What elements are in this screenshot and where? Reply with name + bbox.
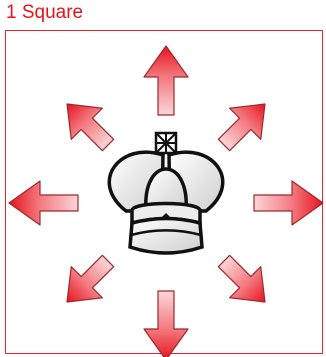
- arrow-right-icon: [254, 181, 323, 225]
- arrow-left-icon: [9, 181, 78, 225]
- arrow-up-icon: [144, 46, 188, 115]
- arrow-up-left-icon: [51, 88, 123, 160]
- arrow-down-icon: [144, 291, 188, 357]
- white-king-icon: [109, 133, 222, 253]
- arrow-down-left-icon: [51, 245, 123, 317]
- arrow-up-right-icon: [208, 88, 280, 160]
- arrow-down-right-icon: [208, 245, 280, 317]
